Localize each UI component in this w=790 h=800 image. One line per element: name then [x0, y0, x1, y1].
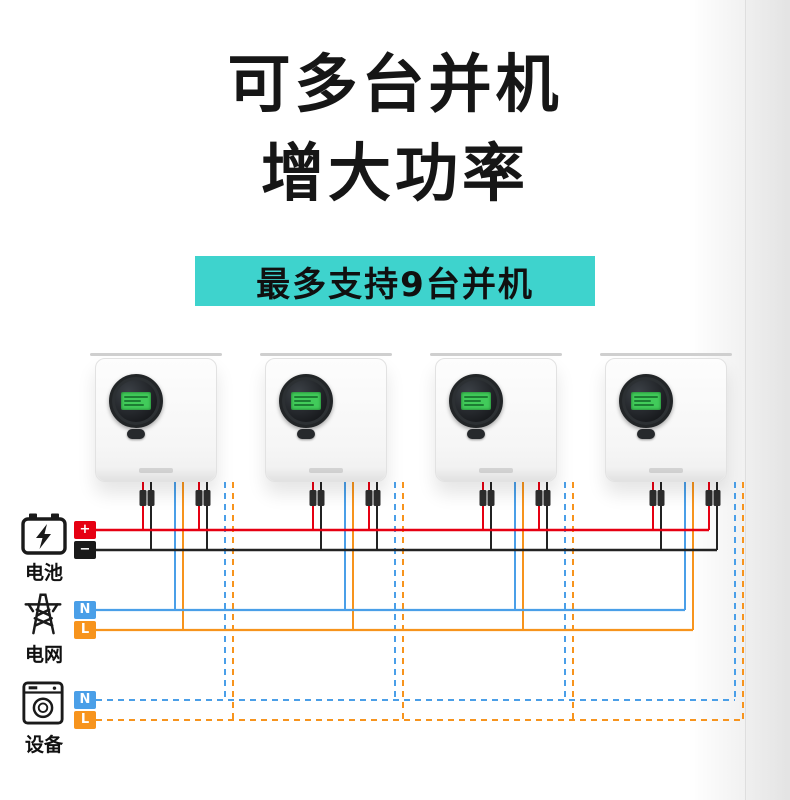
headline-line2: 增大功率 — [261, 137, 529, 211]
load-label: 设备 — [24, 734, 63, 756]
battery-connector-1 — [139, 490, 147, 506]
battery-connector-4 — [713, 490, 721, 506]
headline: 可多台并机 增大功率 — [0, 40, 790, 219]
grid-l-terminal: L — [74, 621, 96, 639]
power-button — [637, 429, 655, 439]
battery-connector-3 — [487, 490, 495, 506]
inverter-unit-4 — [600, 353, 732, 482]
battery-connector-1 — [195, 490, 203, 506]
load-l-terminal: L — [74, 711, 96, 729]
battery-connector-3 — [543, 490, 551, 506]
subtitle-banner: 最多支持9台并机 — [195, 256, 595, 306]
battery-connector-2 — [317, 490, 325, 506]
power-grid-icon — [24, 593, 62, 635]
subtitle-text: 最多支持9台并机 — [256, 264, 534, 305]
wall-bracket — [260, 353, 392, 356]
battery-connector-1 — [203, 490, 211, 506]
wall-bracket — [90, 353, 222, 356]
lcd-screen — [291, 392, 321, 410]
battery-icon — [21, 513, 67, 555]
wall-bracket — [430, 353, 562, 356]
battery-connector-4 — [649, 490, 657, 506]
brand-mark — [479, 468, 513, 473]
wall-bracket — [600, 353, 732, 356]
battery-positive-terminal: + — [74, 521, 96, 539]
grid-n-terminal: N — [74, 601, 96, 619]
power-button — [127, 429, 145, 439]
brand-mark — [649, 468, 683, 473]
display-dial — [279, 374, 333, 428]
battery-negative-terminal: − — [74, 541, 96, 559]
battery-connector-2 — [373, 490, 381, 506]
power-button — [467, 429, 485, 439]
inverter-unit-3 — [430, 353, 562, 482]
battery-connector-4 — [705, 490, 713, 506]
display-dial — [109, 374, 163, 428]
battery-connector-2 — [365, 490, 373, 506]
headline-line1: 可多台并机 — [227, 48, 563, 121]
inverter-unit-2 — [260, 353, 392, 482]
lcd-screen — [121, 392, 151, 410]
battery-connector-1 — [147, 490, 155, 506]
inverter-unit-1 — [90, 353, 222, 482]
battery-connector-4 — [657, 490, 665, 506]
brand-mark — [139, 468, 173, 473]
battery-connector-2 — [309, 490, 317, 506]
power-button — [297, 429, 315, 439]
load-n-terminal: N — [74, 691, 96, 709]
lcd-screen — [631, 392, 661, 410]
battery-connector-3 — [535, 490, 543, 506]
grid-label: 电网 — [24, 644, 63, 666]
lcd-screen — [461, 392, 491, 410]
wall-corner — [745, 0, 790, 800]
brand-mark — [309, 468, 343, 473]
display-dial — [619, 374, 673, 428]
battery-connector-3 — [479, 490, 487, 506]
battery-label: 电池 — [24, 562, 63, 584]
appliance-icon — [22, 681, 64, 725]
display-dial — [449, 374, 503, 428]
